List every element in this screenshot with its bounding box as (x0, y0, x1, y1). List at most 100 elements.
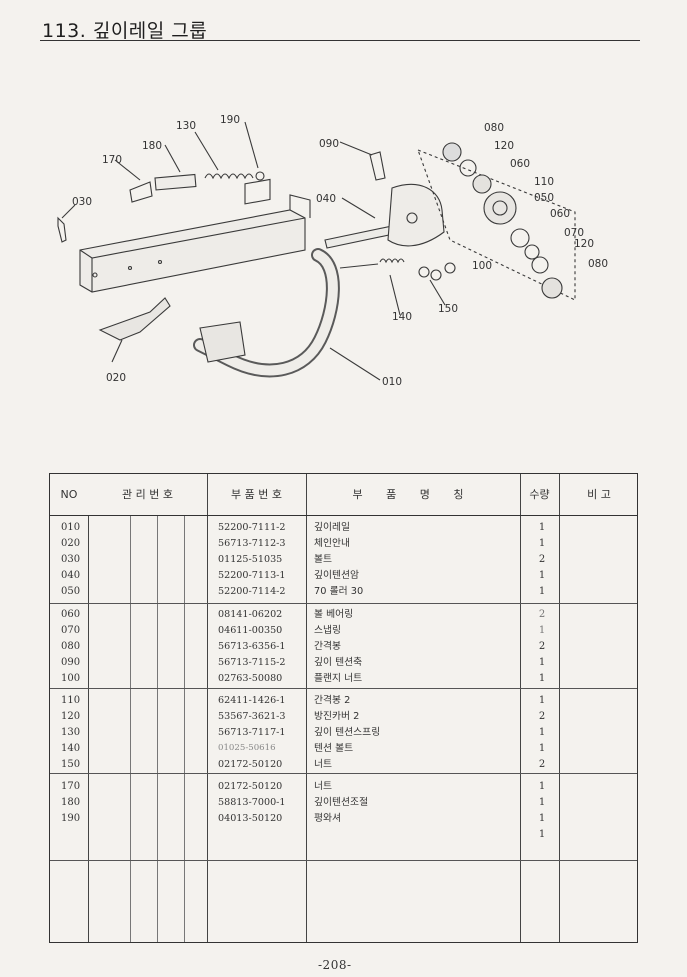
col-separator (559, 474, 560, 942)
row-separator (50, 603, 637, 604)
cell-part-number: 52200-7111-2 (218, 522, 286, 533)
callout-label: 170 (102, 154, 123, 166)
cell-part-number: 02172-50120 (218, 781, 283, 792)
callout-label: 120 (574, 238, 595, 250)
cell-no: 170 (61, 781, 81, 792)
cell-no: 020 (61, 538, 81, 549)
cell-part-number: 04013-50120 (218, 813, 283, 824)
cell-part-name: 볼트 (314, 554, 333, 565)
cell-quantity: 1 (538, 538, 546, 549)
callout-label: 080 (484, 122, 505, 134)
col-separator (88, 474, 89, 942)
cell-no: 190 (61, 813, 81, 824)
col-separator (157, 474, 158, 942)
cell-quantity: 1 (538, 743, 546, 754)
row-separator (50, 860, 637, 861)
cell-part-name: 방진카버 2 (314, 711, 360, 722)
cell-quantity: 2 (538, 554, 546, 565)
cell-part-number: 58813-7000-1 (218, 797, 286, 808)
cell-part-number: 52200-7114-2 (218, 586, 286, 597)
callout-label: 180 (142, 140, 163, 152)
cell-no: 050 (61, 586, 81, 597)
cell-part-name: 체인안내 (314, 538, 351, 549)
callout-label: 060 (510, 158, 531, 170)
cell-no: 060 (61, 609, 81, 620)
header-part-name: 부 품 명 칭 (352, 488, 474, 501)
row-separator (50, 515, 637, 516)
cell-quantity: 1 (538, 570, 546, 581)
cell-part-name: 70 롤러 30 (314, 586, 364, 597)
title-rule (40, 40, 640, 41)
cell-quantity: 1 (538, 813, 546, 824)
header-part-number: 부 품 번 호 (231, 488, 282, 501)
cell-part-number: 52200-7113-1 (218, 570, 286, 581)
cell-part-number: 56713-7112-3 (218, 538, 286, 549)
cell-quantity: 1 (538, 625, 546, 636)
cell-no: 140 (61, 743, 81, 754)
cell-part-name: 볼 베어링 (314, 609, 354, 620)
cell-part-number: 01025-50616 (218, 743, 276, 753)
header-management-number: 관 리 번 호 (88, 474, 207, 515)
cell-no: 080 (61, 641, 81, 652)
cell-part-name: 스냅링 (314, 625, 342, 636)
callout-label: 030 (72, 196, 93, 208)
cell-no: 150 (61, 759, 81, 770)
cell-quantity: 1 (538, 657, 546, 668)
cell-no: 090 (61, 657, 81, 668)
cell-quantity: 1 (538, 522, 546, 533)
callout-label: 110 (534, 176, 555, 188)
callout-label: 070 (564, 227, 585, 239)
callout-label: 130 (176, 120, 197, 132)
cell-part-number: 56713-7115-2 (218, 657, 286, 668)
cell-part-number: 62411-1426-1 (218, 695, 286, 706)
cell-quantity: 1 (538, 673, 546, 684)
col-separator (130, 474, 131, 942)
cell-quantity: 1 (538, 797, 546, 808)
page-number: -208- (318, 958, 352, 972)
cell-quantity: 2 (538, 759, 546, 770)
cell-part-name: 간격봉 (314, 641, 342, 652)
callout-label: 020 (106, 372, 127, 384)
row-separator (50, 773, 637, 774)
cell-quantity: 1 (538, 727, 546, 738)
cell-part-number: 02172-50120 (218, 759, 283, 770)
cell-quantity: 1 (538, 829, 546, 840)
cell-part-name: 간격봉 2 (314, 695, 351, 706)
callout-label: 010 (382, 376, 403, 388)
cell-no: 010 (61, 522, 81, 533)
cell-part-name: 깊이 텐션축 (314, 657, 363, 668)
cell-quantity: 2 (538, 641, 546, 652)
cell-part-number: 08141-06202 (218, 609, 283, 620)
col-separator (184, 474, 185, 942)
cell-no: 030 (61, 554, 81, 565)
page-title: 113. 깊이레일 그룹 (42, 20, 208, 42)
col-separator (306, 474, 307, 942)
cell-part-name: 너트 (314, 781, 333, 792)
cell-part-name: 너트 (314, 759, 333, 770)
cell-part-name: 텐션 볼트 (314, 743, 354, 754)
cell-no: 180 (61, 797, 81, 808)
parts-table: NO 관 리 번 호 부 품 번 호 부 품 명 칭 수량 비 고 010 52… (49, 473, 638, 943)
header-quantity: 수량 (529, 488, 550, 501)
cell-quantity: 1 (538, 695, 546, 706)
cell-part-number: 01125-51035 (218, 554, 283, 565)
col-separator (207, 474, 208, 942)
cell-part-number: 04611-00350 (218, 625, 283, 636)
callout-label: 090 (319, 138, 340, 150)
callout-label: 050 (534, 192, 555, 204)
col-separator (520, 474, 521, 942)
parts-diagram-drawing (57, 121, 576, 381)
cell-no: 120 (61, 711, 81, 722)
cell-no: 130 (61, 727, 81, 738)
cell-part-name: 깊이 텐션스프링 (314, 727, 381, 738)
callout-label: 040 (316, 193, 337, 205)
cell-part-number: 56713-7117-1 (218, 727, 286, 738)
cell-quantity: 1 (538, 781, 546, 792)
cell-part-name: 플랜지 너트 (314, 673, 363, 684)
callout-label: 100 (472, 260, 493, 272)
cell-part-number: 02763-50080 (218, 673, 283, 684)
cell-part-number: 56713-6356-1 (218, 641, 286, 652)
parts-diagram: 010 020 030 040 060 060 070 080 080 090 … (40, 100, 640, 410)
cell-no: 110 (61, 695, 81, 706)
cell-part-name: 깊이레일 (314, 522, 351, 533)
